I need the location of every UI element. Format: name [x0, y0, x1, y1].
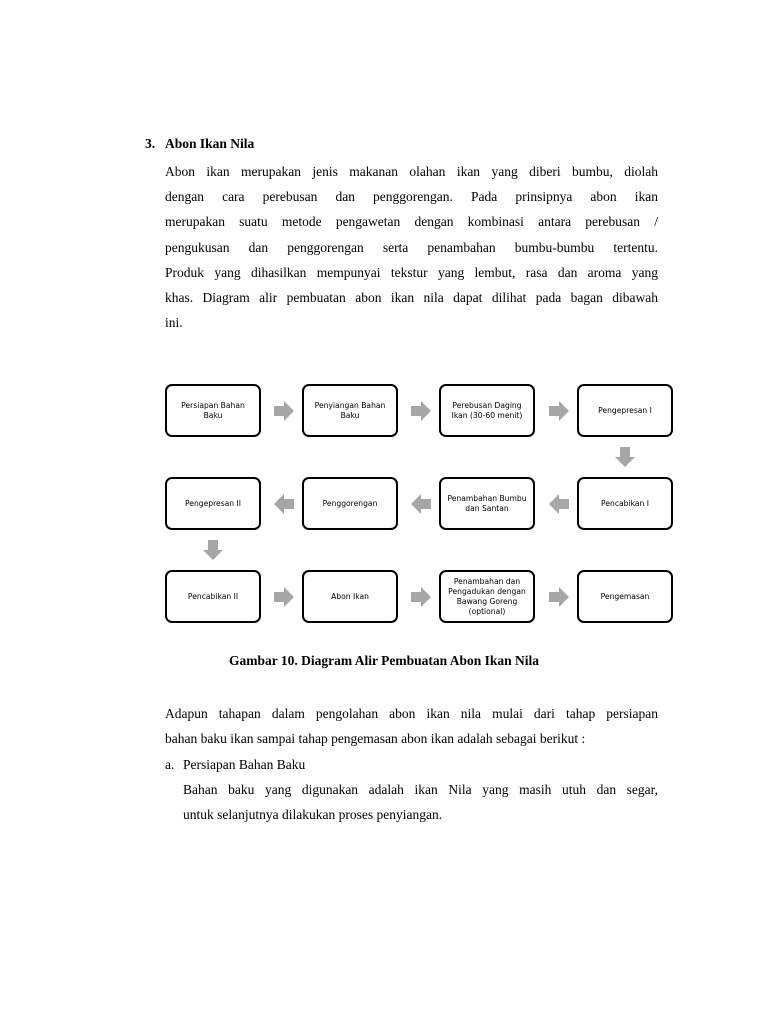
text-line: ini. — [165, 315, 183, 331]
text-line: Adapun tahapan dalam pengolahan abon ika… — [165, 706, 658, 721]
subsection-title: Persiapan Bahan Baku — [183, 757, 306, 772]
arrow-left-icon — [274, 494, 294, 514]
figure-caption: Gambar 10. Diagram Alir Pembuatan Abon I… — [228, 653, 540, 668]
arrow-down-icon — [203, 540, 223, 560]
arrow-right-icon — [549, 587, 569, 607]
subsection-paragraph: Bahan baku yang digunakan adalah ikan Ni… — [183, 777, 658, 827]
arrow-right-icon — [274, 401, 294, 421]
text-line: khas. Diagram alir pembuatan abon ikan n… — [165, 290, 658, 306]
flow-step-penambahan-bawang-goreng: Penambahan dan Pengadukan dengan Bawang … — [439, 570, 535, 623]
arrow-right-icon — [411, 587, 431, 607]
arrow-right-icon — [549, 401, 569, 421]
flow-step-penggorengan: Penggorengan — [302, 477, 398, 530]
flow-step-pengepresan-i: Pengepresan I — [577, 384, 673, 437]
flow-step-abon-ikan: Abon Ikan — [302, 570, 398, 623]
text-line: Abon ikan merupakan jenis makanan olahan… — [165, 164, 658, 179]
text-line: pengukusan dan penggorengan serta penamb… — [165, 239, 658, 255]
arrow-left-icon — [411, 494, 431, 514]
text-line: Produk yang dihasilkan mempunyai tekstur… — [165, 264, 658, 280]
flow-step-persiapan-bahan-baku: Persiapan Bahan Baku — [165, 384, 261, 437]
arrow-right-icon — [411, 401, 431, 421]
section-title: Abon Ikan Nila — [165, 136, 255, 151]
arrow-right-icon — [274, 587, 294, 607]
section-heading: 3. Abon Ikan Nila — [145, 136, 254, 152]
intro-paragraph: Abon ikan merupakan jenis makanan olahan… — [165, 159, 658, 335]
flow-step-pengemasan: Pengemasan — [577, 570, 673, 623]
flow-step-pengepresan-ii: Pengepresan II — [165, 477, 261, 530]
arrow-left-icon — [549, 494, 569, 514]
flow-step-penyiangan-bahan-baku: Penyiangan Bahan Baku — [302, 384, 398, 437]
subsection-heading: a. Persiapan Bahan Baku — [165, 752, 305, 777]
arrow-down-icon — [615, 447, 635, 467]
text-line: merupakan suatu metode pengawetan dengan… — [165, 214, 658, 230]
subsection-letter: a. — [165, 757, 175, 772]
flow-step-penambahan-bumbu-dan-santan: Penambahan Bumbu dan Santan — [439, 477, 535, 530]
text-line: Bahan baku yang digunakan adalah ikan Ni… — [183, 782, 658, 797]
text-line: untuk selanjutnya dilakukan proses penyi… — [183, 807, 443, 823]
text-line: dengan cara perebusan dan penggorengan. … — [165, 189, 658, 205]
text-line: bahan baku ikan sampai tahap pengemasan … — [165, 731, 586, 747]
flow-step-pencabikan-ii: Pencabikan II — [165, 570, 261, 623]
flow-diagram: Persiapan Bahan Baku Penyiangan Bahan Ba… — [156, 375, 686, 640]
flow-step-perebusan-daging-ikan: Perebusan Daging Ikan (30-60 menit) — [439, 384, 535, 437]
flow-step-pencabikan-i: Pencabikan I — [577, 477, 673, 530]
process-paragraph: Adapun tahapan dalam pengolahan abon ika… — [165, 701, 658, 751]
section-number: 3. — [145, 136, 156, 151]
